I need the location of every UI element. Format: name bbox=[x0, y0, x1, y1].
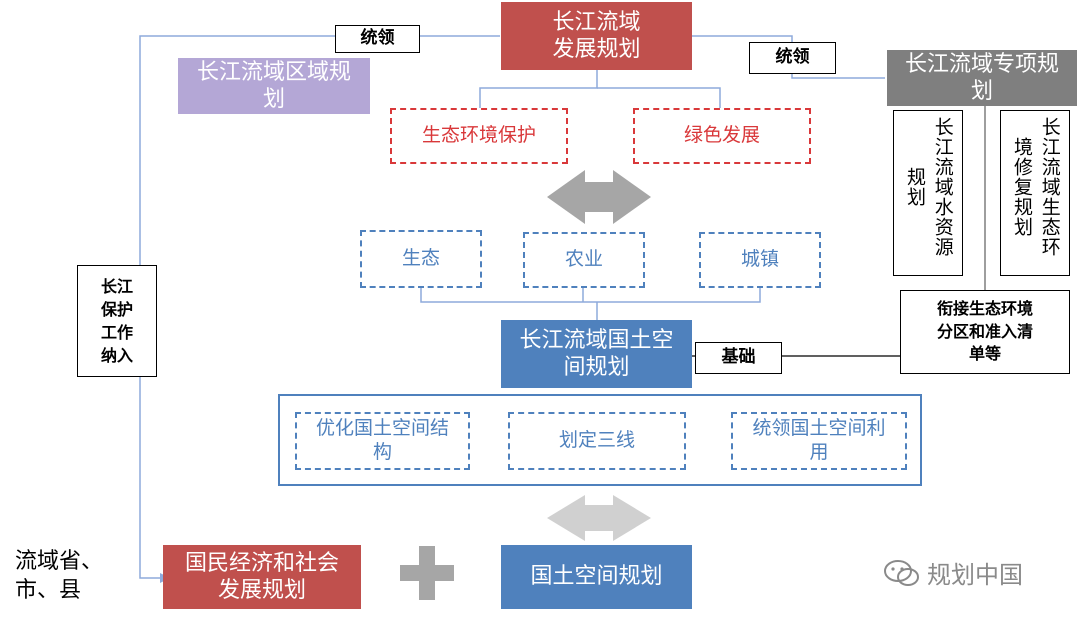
lead-left-note: 统领 bbox=[335, 25, 420, 53]
space-label: 生态 bbox=[401, 247, 440, 270]
note-line: 长江 bbox=[100, 276, 133, 296]
note-line: 工作 bbox=[100, 323, 133, 342]
province-line2: 市、县 bbox=[15, 577, 82, 603]
special-line2: 划 bbox=[970, 79, 993, 104]
function-line1: 优化国土空间结 bbox=[315, 417, 449, 440]
lead-left-label: 统领 bbox=[360, 28, 395, 49]
note-line: 衔接生态环境 bbox=[936, 299, 1033, 319]
lead-right-note: 统领 bbox=[749, 42, 836, 74]
economic-line1: 国民经济和社会 bbox=[184, 550, 339, 576]
note-line: 保护 bbox=[100, 299, 133, 319]
eco-restoration-plan: 长江流域生态环 境修复规划 bbox=[1000, 110, 1070, 276]
goal-eco-protection: 生态环境保护 bbox=[390, 108, 568, 164]
yangtze-territorial-plan: 长江流域国土空 间规划 bbox=[501, 320, 692, 388]
water-resource-plan: 长江流域水资源 规划 bbox=[893, 110, 963, 276]
yangtze-basin-development-plan: 长江流域 发展规划 bbox=[501, 2, 692, 70]
watermark: 规划中国 bbox=[883, 555, 1023, 590]
goal-green-development: 绿色发展 bbox=[633, 108, 811, 164]
goal-label: 生态环境保护 bbox=[421, 124, 536, 147]
land-label: 国土空间规划 bbox=[530, 564, 663, 590]
water-col1: 长江流域水资源 bbox=[931, 117, 954, 257]
eco-col1: 长江流域生态环 bbox=[1038, 117, 1061, 257]
function-optimize-structure: 优化国土空间结 构 bbox=[295, 412, 470, 470]
territorial-spatial-plan: 国土空间规划 bbox=[501, 545, 692, 609]
space-label: 农业 bbox=[564, 248, 603, 271]
basis-label: 基础 bbox=[721, 347, 756, 368]
space-agriculture: 农业 bbox=[523, 232, 645, 288]
function-line1: 统领国土空间利 bbox=[752, 417, 886, 440]
regional-plan: 长江流域区域规 划 bbox=[178, 58, 370, 114]
territorial-line2: 间规划 bbox=[563, 355, 630, 380]
function-line2: 构 bbox=[372, 441, 392, 463]
function-three-lines: 划定三线 bbox=[508, 412, 686, 470]
basis-note: 基础 bbox=[695, 342, 782, 374]
economic-social-plan: 国民经济和社会 发展规划 bbox=[163, 545, 361, 609]
watermark-text: 规划中国 bbox=[927, 561, 1023, 589]
space-urban: 城镇 bbox=[699, 232, 821, 288]
note-line: 纳入 bbox=[100, 346, 133, 366]
note-line: 分区和准入清 bbox=[936, 321, 1033, 341]
note-line: 单等 bbox=[968, 344, 1001, 364]
water-col2: 规划 bbox=[904, 167, 926, 207]
function-line2: 用 bbox=[809, 441, 829, 463]
connect-eco-zoning-note: 衔接生态环境 分区和准入清 单等 bbox=[900, 290, 1070, 374]
top-line2: 发展规划 bbox=[552, 37, 641, 62]
special-line1: 长江流域专项规 bbox=[904, 51, 1059, 77]
wechat-icon bbox=[884, 559, 919, 586]
space-label: 城镇 bbox=[740, 248, 779, 271]
province-line1: 流域省、 bbox=[15, 549, 104, 574]
top-line1: 长江流域 bbox=[552, 9, 641, 35]
special-plan: 长江流域专项规 划 bbox=[887, 50, 1077, 106]
space-ecology: 生态 bbox=[360, 230, 482, 288]
function-line1: 划定三线 bbox=[558, 429, 635, 452]
territorial-line1: 长江流域国土空 bbox=[519, 327, 674, 353]
yangtze-protection-note: 长江 保护 工作 纳入 bbox=[77, 265, 157, 377]
function-lead-land-use: 统领国土空间利 用 bbox=[731, 412, 907, 470]
eco-col2: 境修复规划 bbox=[1011, 137, 1033, 237]
economic-line2: 发展规划 bbox=[217, 578, 306, 603]
goal-label: 绿色发展 bbox=[683, 124, 760, 147]
province-label: 流域省、 市、县 bbox=[15, 548, 103, 605]
regional-line1: 长江流域区域规 bbox=[196, 59, 351, 85]
regional-line2: 划 bbox=[262, 87, 285, 112]
lead-right-label: 统领 bbox=[775, 47, 810, 68]
